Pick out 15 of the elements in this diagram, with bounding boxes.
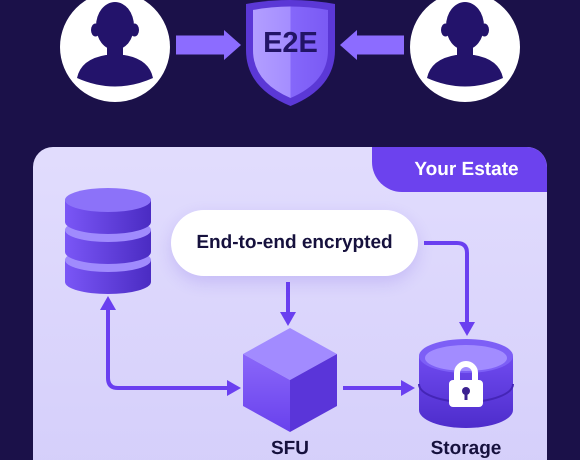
person-avatar bbox=[410, 0, 520, 102]
arrow bbox=[343, 380, 415, 396]
database-cylinder bbox=[64, 188, 152, 294]
label-pill: End-to-end encrypted bbox=[171, 210, 418, 276]
shield-label: E2E bbox=[262, 27, 319, 59]
estate-panel bbox=[33, 147, 547, 460]
block-arrow bbox=[340, 30, 404, 60]
panel-title-tab: Your Estate bbox=[372, 147, 547, 192]
arrow bbox=[424, 241, 475, 336]
person-avatar bbox=[60, 0, 170, 102]
block-arrow bbox=[176, 30, 241, 60]
arrow bbox=[280, 282, 296, 326]
node-label: SFU bbox=[270, 438, 310, 460]
arrow bbox=[100, 296, 241, 396]
node-label: Storage bbox=[430, 438, 502, 460]
